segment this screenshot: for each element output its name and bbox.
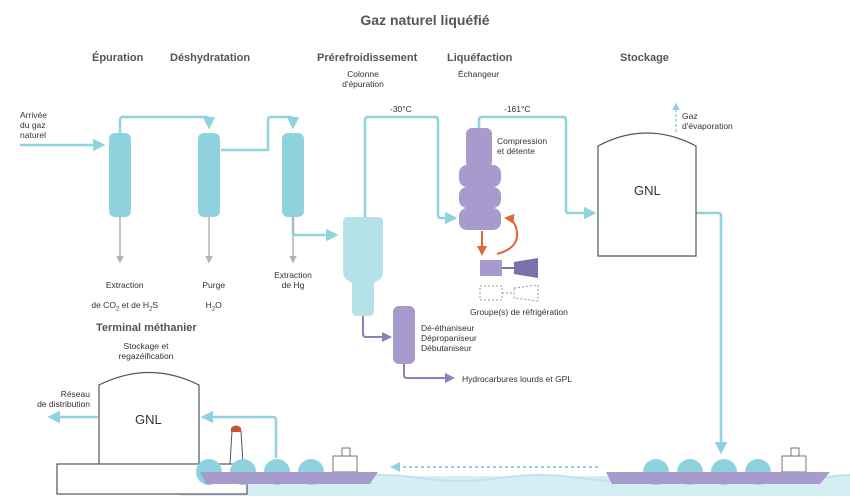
- extraction-arrows: [116, 217, 297, 264]
- pipe-precooler-exchanger: [363, 115, 458, 225]
- pipe-col1-col2: [118, 115, 216, 135]
- refrigerant-return: [496, 213, 519, 255]
- ship-bridge: [781, 455, 807, 473]
- label-colonne: Colonne d'épuration: [342, 69, 384, 89]
- ship-hull: [200, 472, 378, 484]
- label-echangeur: Échangeur: [458, 69, 500, 79]
- flare-flame: [231, 425, 241, 432]
- label-regaz: Stockage et regazéification: [118, 341, 174, 361]
- column-epuration: [109, 133, 131, 217]
- backup-turbine: [513, 284, 539, 302]
- heat-exchanger: [459, 128, 501, 230]
- purge-subscript: 2: [211, 306, 216, 313]
- co2-subscript: 2: [115, 306, 120, 313]
- ship-bridge: [332, 455, 358, 473]
- terminal-tank: [98, 372, 200, 467]
- label-gnl-storage: GNL: [634, 183, 661, 198]
- label-extraction-co2: Extraction de CO2 et de H2S: [70, 270, 170, 325]
- stage-stockage: Stockage: [620, 52, 669, 64]
- pipe-precooler-fractionation: [362, 315, 392, 342]
- label-refrigeration: Groupe(s) de réfrigération: [470, 307, 568, 317]
- flare-stack: [229, 430, 244, 465]
- liquid-pipes: [362, 315, 455, 383]
- label-evaporation: Gaz d'évaporation: [682, 111, 733, 131]
- diagram-title: Gaz naturel liquéfié: [360, 12, 490, 28]
- stage-deshydratation: Déshydratation: [170, 52, 251, 64]
- pipe-ship-terminal: [200, 410, 278, 458]
- exchanger-top: [466, 128, 492, 168]
- label-compression: Compression et détente: [497, 136, 548, 156]
- pipe-col3-precooler: [291, 215, 339, 242]
- ship-hull: [606, 472, 830, 484]
- label-hydrocarbures: Hydrocarbures lourds et GPL: [462, 374, 573, 384]
- label-fractionation: Dé-éthaniseur Dépropaniseur Débutaniseur: [421, 323, 477, 353]
- purge-line1: Purge: [202, 280, 226, 290]
- lng-carrier-docked: [196, 447, 378, 485]
- gas-pipes: [20, 102, 728, 472]
- refrigeration-compressor: [480, 260, 502, 276]
- column-deshydratation: [198, 133, 220, 217]
- label-temp-30: -30°C: [390, 104, 412, 114]
- label-inlet: Arrivée du gaz naturel: [20, 110, 47, 140]
- stage-epuration: Épuration: [92, 52, 144, 64]
- label-purge: Purge H2O: [179, 270, 239, 325]
- ship-mast: [790, 447, 800, 457]
- column-hg: [282, 133, 304, 217]
- extraction-co2-mid: et de H: [119, 300, 150, 310]
- storage-tank: [597, 132, 697, 257]
- column-fractionation: [393, 306, 415, 364]
- extraction-co2-prefix: de CO: [91, 300, 116, 310]
- refrigeration-loop: [477, 213, 519, 256]
- backup-compressor: [479, 285, 503, 301]
- precooler-column: [343, 217, 383, 316]
- purge-h: H: [205, 300, 212, 310]
- pipe-col2-col3: [221, 115, 300, 152]
- stage-prerefroidissement: Prérefroidissement: [317, 52, 418, 64]
- label-gnl-terminal: GNL: [135, 412, 162, 427]
- pipe-exchanger-storage: [477, 115, 597, 220]
- ship-mast: [341, 447, 351, 457]
- refrigeration-turbine: [514, 258, 538, 278]
- label-reseau: Réseau de distribution: [37, 389, 90, 409]
- lng-carrier-loading: [606, 447, 830, 485]
- label-terminal: Terminal méthanier: [96, 322, 197, 334]
- pipe-hydrocarbons: [403, 363, 455, 383]
- extraction-co2-end: S: [152, 300, 159, 310]
- label-temp-161: -161°C: [504, 104, 531, 114]
- stage-liquefaction: Liquéfaction: [447, 52, 513, 64]
- purge-o: O: [215, 300, 222, 310]
- h2s-subscript: 2: [149, 306, 153, 313]
- pipe-storage-ship: [696, 211, 728, 455]
- exchanger-segment-1: [459, 165, 501, 187]
- exchanger-segment-3: [459, 208, 501, 230]
- exchanger-segment-2: [459, 187, 501, 208]
- label-extraction-hg: Extraction de Hg: [274, 270, 312, 290]
- extraction-co2-line1: Extraction: [105, 280, 144, 290]
- refrigeration-backup: [479, 284, 539, 302]
